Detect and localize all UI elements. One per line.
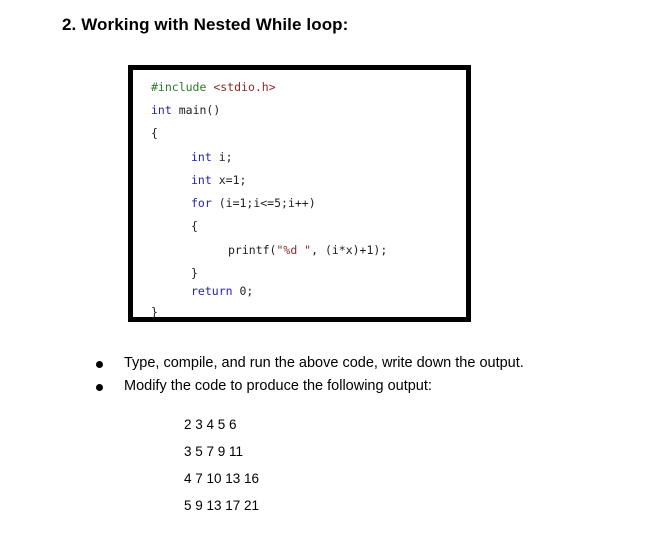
code-line-return: return 0; (191, 284, 253, 298)
code-line-printf: printf("%d ", (i*x)+1); (228, 243, 387, 257)
code-line-close-brace: } (151, 305, 158, 319)
code-line-main: int main() (151, 103, 220, 117)
decl-i-type: int (191, 150, 212, 164)
main-name: main() (178, 103, 221, 117)
decl-x-type: int (191, 173, 212, 187)
instruction-text: Modify the code to produce the following… (124, 378, 432, 394)
open-brace: { (151, 126, 158, 140)
main-type: int (151, 103, 172, 117)
instruction-text: Type, compile, and run the above code, w… (124, 355, 524, 371)
code-line-inner-open-brace: { (191, 219, 198, 233)
expected-output: 2 3 4 5 6 3 5 7 9 11 4 7 10 13 16 5 9 13… (184, 417, 259, 525)
decl-x-rest: x=1; (218, 173, 247, 187)
code-line-inner-close-brace: } (191, 266, 198, 280)
for-keyword: for (191, 196, 212, 210)
output-line: 2 3 4 5 6 (184, 417, 237, 432)
code-line-decl-x: int x=1; (191, 173, 246, 187)
close-brace: } (151, 305, 158, 319)
code-listing: #include <stdio.h> int main() { int i; i… (133, 70, 466, 319)
section-heading: 2. Working with Nested While loop: (62, 15, 349, 34)
for-rest: (i=1;i<=5;i++) (218, 196, 316, 210)
bullet-icon (96, 384, 103, 391)
printf-format: "%d " (276, 243, 312, 257)
include-directive: #include (151, 80, 207, 94)
output-line: 3 5 7 9 11 (184, 444, 244, 459)
code-line-for: for (i=1;i<=5;i++) (191, 196, 316, 210)
inner-open-brace: { (191, 219, 198, 233)
bullet-icon (96, 361, 103, 368)
inner-close-brace: } (191, 266, 198, 280)
code-line-include: #include <stdio.h> (151, 80, 276, 94)
return-rest: 0; (239, 284, 254, 298)
code-line-open-brace: { (151, 126, 158, 140)
code-block: #include <stdio.h> int main() { int i; i… (128, 65, 471, 322)
code-line-decl-i: int i; (191, 150, 233, 164)
printf-args: , (i*x)+1); (311, 243, 388, 257)
output-line: 5 9 13 17 21 (184, 498, 260, 513)
output-line: 4 7 10 13 16 (184, 471, 260, 486)
printf-call: printf( (228, 243, 277, 257)
return-keyword: return (191, 284, 233, 298)
decl-i-rest: i; (218, 150, 233, 164)
include-header: <stdio.h> (213, 80, 276, 94)
